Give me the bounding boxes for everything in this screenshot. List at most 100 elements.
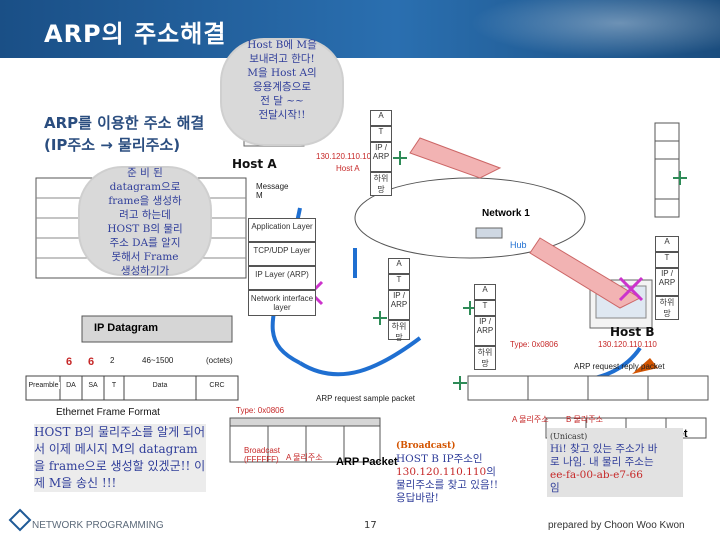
subtitle-line-2: (IP주소 → 물리주소) xyxy=(44,136,181,154)
ethernet-frame-label: Ethernet Frame Format xyxy=(56,407,160,418)
stack-a: A xyxy=(655,236,679,252)
broadcast-heading: (Broadcast) xyxy=(396,441,456,451)
frame-size-da: 6 xyxy=(66,356,73,368)
a-mac-label: A 물리주소 xyxy=(512,415,549,424)
host-a-label-small: Host A xyxy=(336,164,360,173)
stack-sub: 하위망 xyxy=(370,172,392,196)
cloud-left-line: 못해서 Frame xyxy=(111,251,179,263)
cloud-note-left-text: 준 비 된 datagram으로 frame을 생성하 려고 하는데 HOST … xyxy=(86,166,204,278)
arp-packet-label-left: ARP Packet xyxy=(336,456,398,468)
note-broadcast: (Broadcast) HOST B IP주소인 130.120.110.110… xyxy=(396,440,526,505)
host-a-label: Host A xyxy=(232,157,277,171)
stack-right-top xyxy=(654,122,680,218)
ip-datagram-label: IP Datagram xyxy=(94,322,158,334)
hub-label: Hub xyxy=(510,240,527,250)
arrow-burst-1 xyxy=(409,137,502,179)
a-mac-label-left: A 물리주소 xyxy=(286,453,323,462)
layer-network-interface: Network interface layer xyxy=(248,290,316,316)
broadcast-line-3: 응답바람! xyxy=(396,492,439,504)
host-a-stack: Application Layer TCP/UDP Layer IP Layer… xyxy=(248,218,316,316)
stack-ip: IP / ARP xyxy=(655,268,679,296)
stack-a: A xyxy=(370,110,392,126)
unicast-heading: (Unicast) xyxy=(550,432,588,441)
broadcast-line-2: 물리주소를 찾고 있음!! xyxy=(396,479,499,491)
stack-sub: 하위망 xyxy=(655,296,679,320)
arrow-burst-2 xyxy=(529,237,642,309)
broadcast-ip: 130.120.110.110 xyxy=(396,466,487,478)
cloud-top-line: 응용계층으로 xyxy=(253,81,311,93)
octets-label: (octets) xyxy=(206,356,233,365)
arp-reply-label: ARP request reply packet xyxy=(574,362,665,371)
arp-reply-table xyxy=(229,417,381,463)
stack-t: T xyxy=(474,300,496,316)
stack-ip: IP / ARP xyxy=(370,142,392,172)
message-label: Message M xyxy=(256,182,289,200)
broadcast-ip-suffix: 의 xyxy=(486,466,496,478)
arp-request-label: ARP request sample packet xyxy=(316,394,416,403)
b-mac-label: B 물리주소 xyxy=(566,415,603,424)
frame-size-sa: 6 xyxy=(88,356,95,368)
cloud-left-line: 주소 DA를 알지 xyxy=(109,237,181,249)
title-bar-shine xyxy=(470,0,720,58)
stack-b-mid: A T IP / ARP 하위망 xyxy=(388,258,410,342)
unicast-mac: ee-fa-00-ab-e7-66 xyxy=(550,469,643,481)
cloud-note-top-text: Host B에 M을 보내려고 한다! M을 Host A의 응용계층으로 전 … xyxy=(228,38,336,122)
orange-arrow xyxy=(632,358,658,374)
arp-request-table xyxy=(467,375,709,401)
note-unicast: (Unicast) Hi! 찾고 있는 주소가 바 로 나임. 내 물리 주소는… xyxy=(547,428,683,497)
footer-diamond-icon xyxy=(8,508,32,532)
broadcast-label: Broadcast (FFFFFF) xyxy=(244,446,281,464)
stack-t: T xyxy=(655,252,679,268)
stack-ip: IP / ARP xyxy=(388,290,410,320)
stack-t: T xyxy=(388,274,410,290)
subtitle-line-1: ARP를 이용한 주소 해결 xyxy=(44,114,205,132)
frame-field-sa: SA xyxy=(83,382,103,389)
frame-field-preamble: Preamble xyxy=(27,382,60,389)
type-label-left: Type: 0x0806 xyxy=(236,406,285,415)
frame-field-da: DA xyxy=(61,382,81,389)
unicast-line-2: 로 나임. 내 물리 주소는 xyxy=(550,456,654,468)
cloud-left-line: HOST B의 물리 xyxy=(107,223,183,235)
footer-course: NETWORK PROGRAMMING xyxy=(32,520,164,531)
title-bar xyxy=(0,0,720,58)
layer-application: Application Layer xyxy=(248,218,316,242)
stack-sub: 하위망 xyxy=(388,320,410,342)
layer-tcp-udp: TCP/UDP Layer xyxy=(248,242,316,266)
footer-author: prepared by Choon Woo Kwon xyxy=(548,520,685,531)
ip-datagram-box xyxy=(81,315,233,343)
stack-ip: IP / ARP xyxy=(474,316,496,346)
cloud-top-line: M을 Host A의 xyxy=(247,67,317,79)
frame-size-t: 2 xyxy=(110,356,115,365)
cloud-left-line: 려고 하는데 xyxy=(119,209,171,221)
unicast-line-1: Hi! 찾고 있는 주소가 바 xyxy=(550,443,658,455)
stack-c-mid: A T IP / ARP 하위망 xyxy=(474,284,496,370)
network-label: Network 1 xyxy=(482,208,530,219)
frame-field-data: Data xyxy=(125,382,195,389)
cloud-note-left xyxy=(80,168,210,274)
cloud-top-line: 전달시작!! xyxy=(258,109,306,121)
slide-title: ARP의 주소해결 xyxy=(44,20,227,48)
cloud-left-line: frame을 생성하 xyxy=(108,195,182,207)
stack-a: A xyxy=(474,284,496,300)
frame-size-data: 46~1500 xyxy=(142,356,174,365)
slide-subtitle: ARP를 이용한 주소 해결 (IP주소 → 물리주소) xyxy=(44,112,204,156)
frame-field-crc: CRC xyxy=(197,382,237,389)
page-number: 17 xyxy=(364,520,377,531)
stack-a-top: A T IP / ARP 하위망 xyxy=(370,110,392,196)
cloud-left-line: 생성하기가 xyxy=(120,265,170,277)
cloud-note-top xyxy=(222,40,342,144)
frame-field-t: T xyxy=(105,382,123,389)
cloud-top-line: 보내려고 한다! xyxy=(249,53,315,65)
note-bottom-left: HOST B의 물리주소를 알게 되어서 이제 메시지 M의 datagram을… xyxy=(34,424,206,492)
broadcast-line-1: HOST B IP주소인 xyxy=(396,453,483,465)
cloud-left-line: datagram으로 xyxy=(109,181,181,193)
stack-a: A xyxy=(388,258,410,274)
stack-sub: 하위망 xyxy=(474,346,496,370)
network-1-cloud xyxy=(354,177,586,259)
type-label-right: Type: 0x0806 xyxy=(510,340,559,349)
host-a-ip: 130.120.110.100 xyxy=(316,152,376,161)
cloud-top-line: Host B에 M을 xyxy=(247,39,317,51)
unicast-line-3: 임 xyxy=(550,482,560,494)
host-b-label: Host B xyxy=(610,325,655,339)
cloud-left-line: 준 비 된 xyxy=(127,167,163,179)
